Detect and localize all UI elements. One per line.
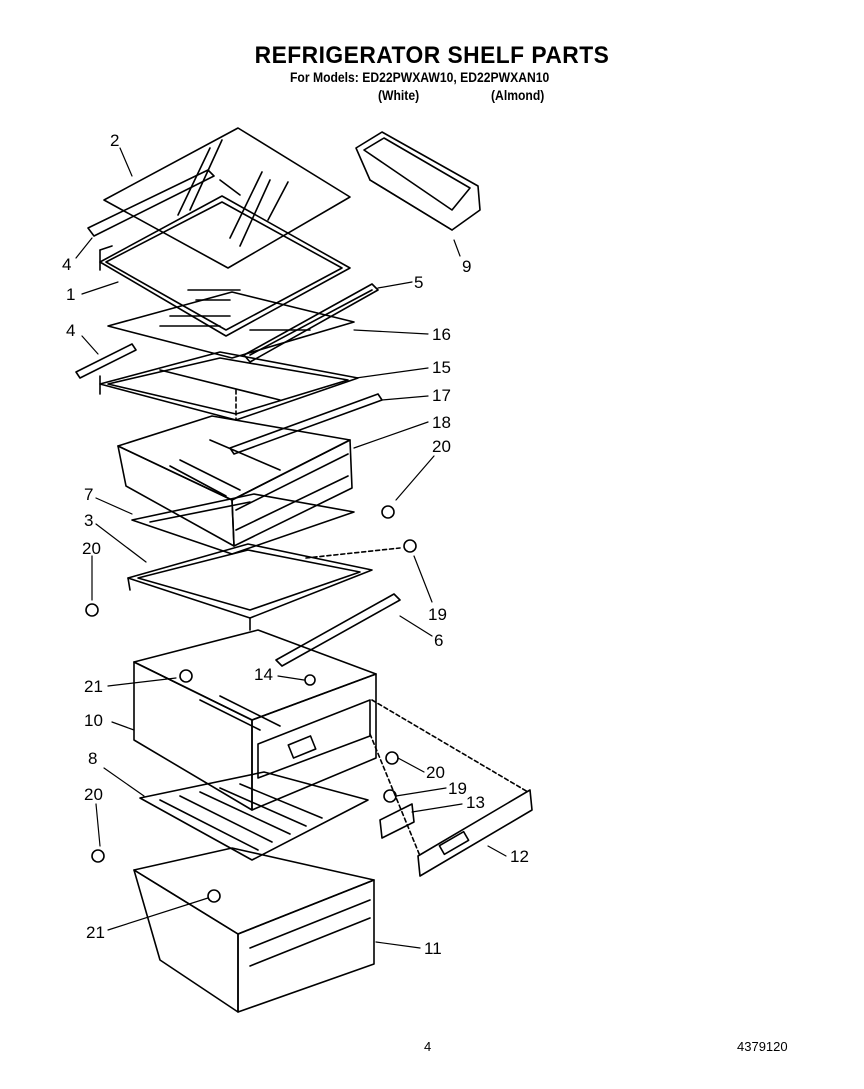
callout-5: 5 [414, 273, 423, 292]
bracket-part-13 [379, 803, 415, 839]
rail-part-6 [275, 593, 401, 667]
callout-2: 2 [110, 131, 119, 150]
glass-panel-part-16 [107, 291, 355, 359]
document-number: 4379120 [737, 1039, 788, 1054]
callout-15: 15 [432, 358, 451, 377]
callout-1: 1 [66, 285, 75, 304]
glass-shelf-part-2 [103, 127, 351, 269]
shelf-rail-part-4-upper [87, 169, 215, 237]
callout-14: 14 [254, 665, 273, 684]
drawer-part-11 [133, 847, 375, 1013]
callout-19-a: 19 [428, 605, 447, 624]
callout-19-b: 19 [448, 779, 467, 798]
callout-12: 12 [510, 847, 529, 866]
callout-labels: 2 4 1 4 9 5 16 15 17 18 20 7 3 20 19 6 2… [62, 131, 529, 958]
drawer-cover-part-8 [139, 771, 369, 861]
shelf-frame-part-1 [99, 179, 351, 337]
callout-4-upper: 4 [62, 255, 71, 274]
crisper-cover-frame-part-3 [127, 543, 373, 631]
leader-lines [75, 147, 507, 949]
crisper-drawer-part-18 [117, 415, 353, 547]
callout-20-b: 20 [82, 539, 101, 558]
rod-part-17 [229, 393, 383, 455]
callout-8: 8 [88, 749, 97, 768]
callout-17: 17 [432, 386, 451, 405]
color-almond-label: (Almond) [491, 88, 545, 103]
crisper-cover-glass-part-7 [131, 493, 355, 555]
door-bin-part-9 [355, 131, 481, 231]
callout-16: 16 [432, 325, 451, 344]
models-subtitle: For Models: ED22PWXAW10, ED22PWXAN10 [290, 70, 550, 85]
callout-20-d: 20 [84, 785, 103, 804]
callout-6: 6 [434, 631, 443, 650]
page-title: REFRIGERATOR SHELF PARTS [254, 42, 610, 69]
callout-20-a: 20 [432, 437, 451, 456]
color-white-label: (White) [378, 88, 420, 103]
front-panel-part-12 [417, 789, 533, 877]
callout-21-b: 21 [86, 923, 105, 942]
page-number: 4 [424, 1039, 432, 1054]
callout-20-c: 20 [426, 763, 445, 782]
callout-11: 11 [424, 939, 442, 958]
hardware-parts [85, 505, 417, 903]
assembly-dash-lines [235, 389, 529, 857]
callout-9: 9 [462, 257, 471, 276]
callout-10: 10 [84, 711, 103, 730]
callout-18: 18 [432, 413, 451, 432]
rail-part-5 [243, 283, 379, 363]
shelf-frame-part-15 [99, 351, 359, 421]
drawer-part-10 [133, 629, 377, 811]
callout-4-lower: 4 [66, 321, 75, 340]
callout-7: 7 [84, 485, 93, 504]
callout-13: 13 [466, 793, 485, 812]
callout-21-a: 21 [84, 677, 103, 696]
shelf-rail-part-4-lower [75, 343, 137, 379]
callout-3: 3 [84, 511, 93, 530]
